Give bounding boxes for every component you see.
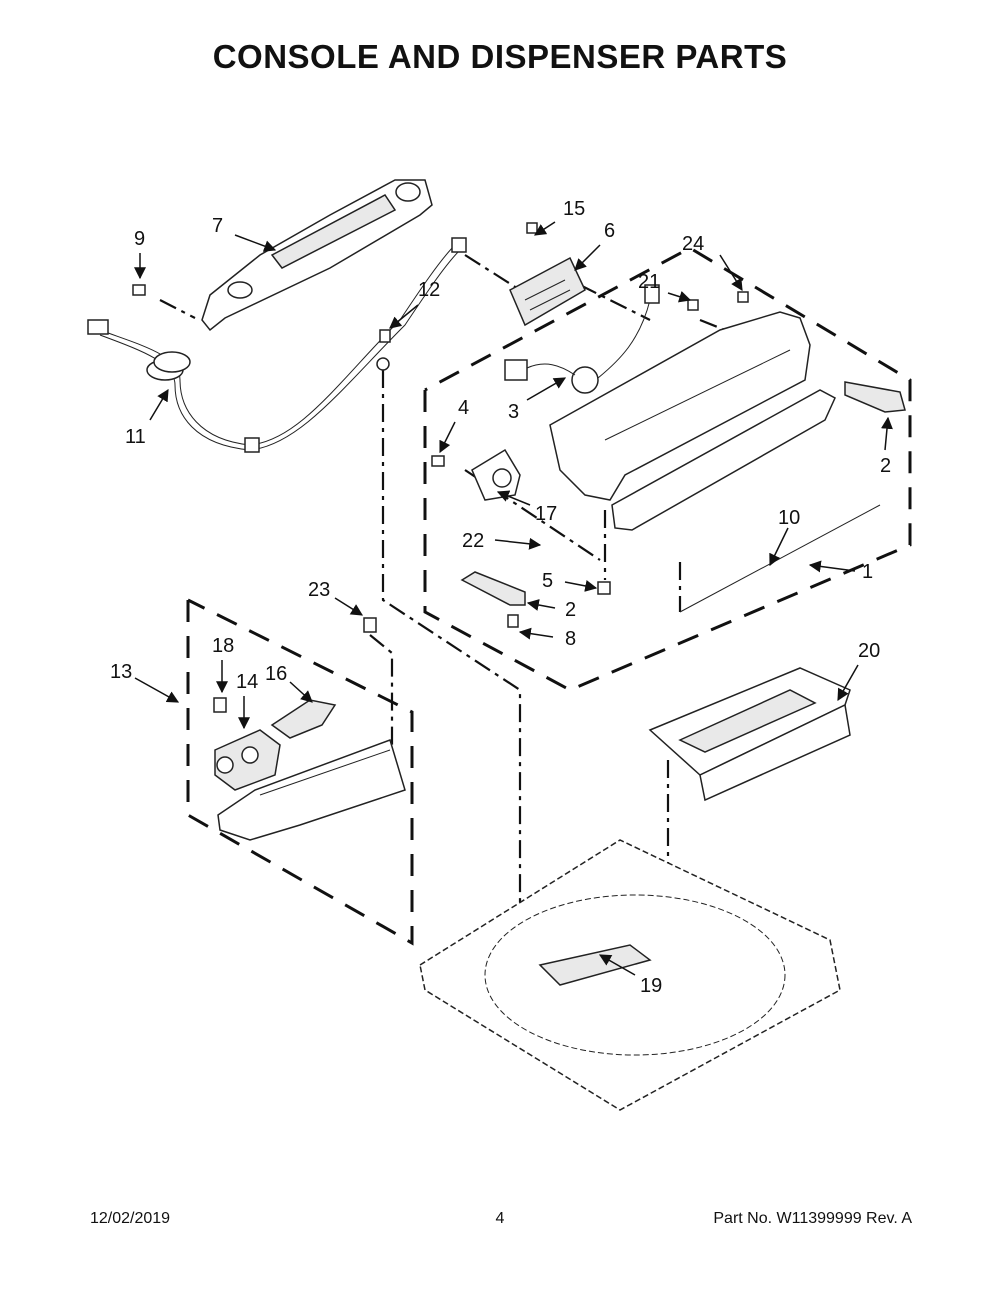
callout-17: 17 bbox=[535, 503, 557, 525]
lid-switch-harness bbox=[504, 284, 660, 394]
callout-11: 11 bbox=[125, 426, 146, 448]
page-title: CONSOLE AND DISPENSER PARTS bbox=[212, 38, 788, 75]
console-back-panel bbox=[201, 179, 433, 332]
callout-9: 9 bbox=[134, 228, 145, 250]
callout-19: 19 bbox=[640, 975, 662, 997]
cover-bracket bbox=[538, 944, 652, 986]
callout-2-right: 2 bbox=[880, 455, 891, 477]
callout-13: 13 bbox=[110, 661, 132, 683]
callout-7: 7 bbox=[212, 215, 223, 237]
screws bbox=[132, 222, 749, 713]
callout-2-lower: 2 bbox=[565, 599, 576, 621]
callout-1: 1 bbox=[862, 561, 873, 583]
callout-24: 24 bbox=[682, 233, 704, 255]
inlet-bracket bbox=[217, 739, 406, 841]
callout-6: 6 bbox=[604, 220, 615, 242]
footer-part-number: Part No. W11399999 Rev. A bbox=[713, 1210, 912, 1227]
pressure-sensor bbox=[471, 448, 521, 501]
console-assembly-outline bbox=[423, 246, 912, 692]
water-inlet-assembly-outline bbox=[186, 598, 414, 946]
callout-21: 21 bbox=[638, 271, 660, 293]
wire-harness bbox=[87, 237, 467, 453]
callout-3: 3 bbox=[508, 401, 519, 423]
callout-8: 8 bbox=[565, 628, 576, 650]
callout-14: 14 bbox=[236, 671, 258, 693]
end-cap-left bbox=[460, 571, 526, 606]
top-cover bbox=[419, 839, 841, 1111]
dispenser-drawer bbox=[648, 667, 851, 802]
footer-date: 12/02/2019 bbox=[90, 1210, 171, 1227]
callout-15: 15 bbox=[563, 198, 585, 220]
callout-labels: 7 9 11 12 15 6 21 24 3 4 17 22 5 2 8 2 1… bbox=[110, 198, 891, 997]
leader-arrows bbox=[134, 221, 893, 976]
callout-12: 12 bbox=[418, 279, 440, 301]
control-board bbox=[509, 256, 586, 327]
callout-16: 16 bbox=[265, 663, 287, 685]
callout-22: 22 bbox=[462, 530, 484, 552]
footer-page-number: 4 bbox=[495, 1210, 505, 1227]
end-cap-right bbox=[844, 381, 906, 413]
callout-4: 4 bbox=[458, 397, 469, 419]
callout-5: 5 bbox=[542, 570, 553, 592]
callout-20: 20 bbox=[858, 640, 880, 662]
console-body bbox=[549, 311, 811, 501]
valve-harness bbox=[270, 699, 337, 739]
callout-23: 23 bbox=[308, 579, 330, 601]
water-valve bbox=[214, 729, 281, 791]
callout-18: 18 bbox=[212, 635, 234, 657]
callout-10: 10 bbox=[778, 507, 800, 529]
